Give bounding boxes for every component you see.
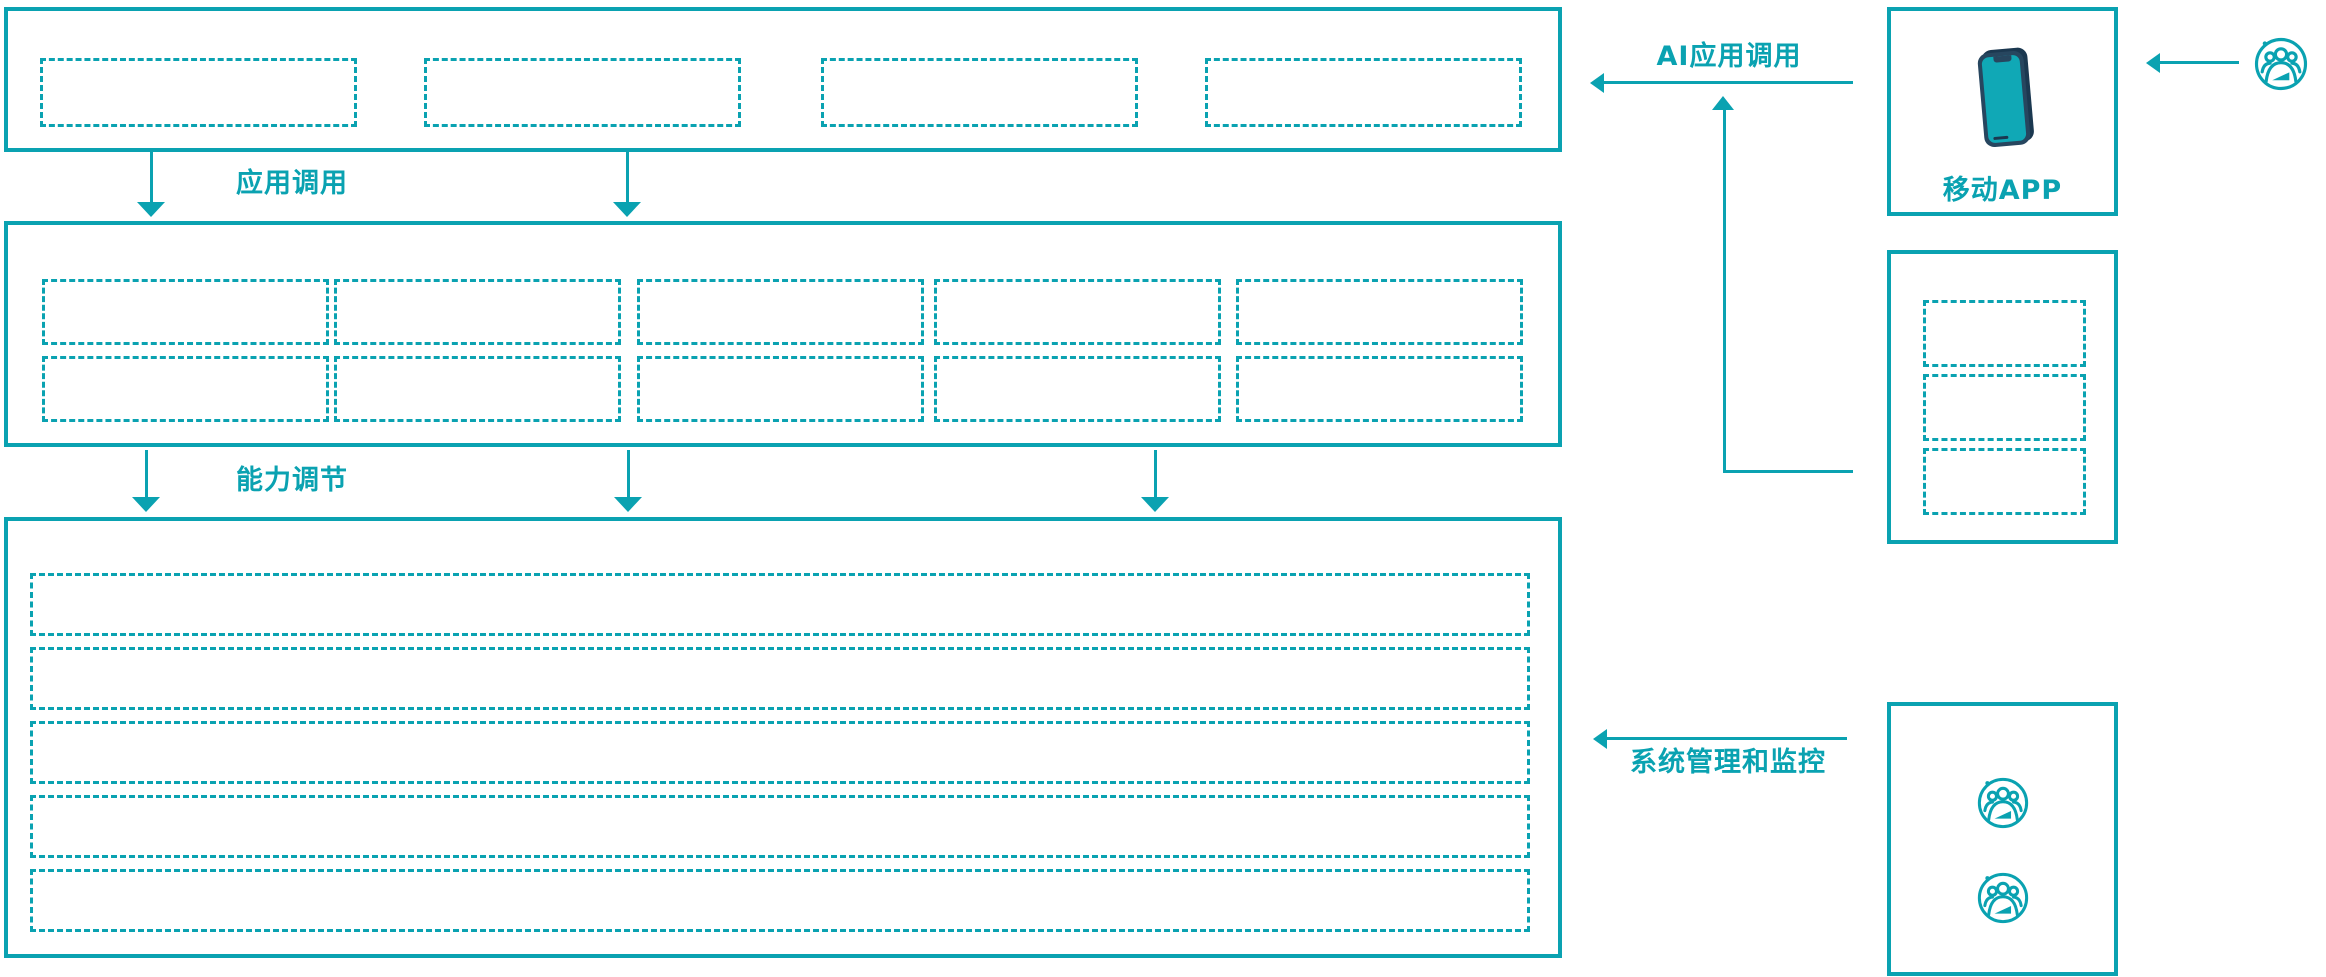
placeholder-row (30, 721, 1530, 784)
placeholder-box (1923, 300, 2086, 367)
user-arrow-line (2158, 61, 2239, 64)
smartphone-screen (1981, 54, 2027, 144)
admin-box (1887, 702, 2118, 976)
placeholder-box (637, 279, 924, 345)
placeholder-box (42, 356, 329, 422)
placeholder-row (30, 869, 1530, 932)
placeholder-box (934, 279, 1221, 345)
ai-call-label: AI应用调用 (1656, 41, 1802, 72)
monitor-label: 系统管理和监控 (1630, 747, 1826, 778)
capability-arrow-line (145, 450, 148, 498)
placeholder-box (1923, 374, 2086, 441)
placeholder-row (30, 573, 1530, 636)
arrow-left-icon (2146, 53, 2160, 73)
placeholder-box (821, 58, 1138, 127)
mobile-app-label: 移动APP (1942, 175, 2063, 206)
placeholder-box (42, 279, 329, 345)
placeholder-box (934, 356, 1221, 422)
smartphone-icon (1976, 50, 2032, 148)
placeholder-box (334, 356, 621, 422)
mobile-app-box: 移动APP (1887, 7, 2118, 216)
arrow-down-icon (1141, 497, 1169, 512)
service-box (1887, 250, 2118, 544)
placeholder-box (1205, 58, 1522, 127)
app-call-label: 应用调用 (236, 168, 348, 199)
user-group-icon (2253, 36, 2309, 92)
arrow-up-icon (1712, 96, 1734, 110)
placeholder-row (30, 795, 1530, 858)
placeholder-box (334, 279, 621, 345)
user-group-icon (1976, 776, 2030, 830)
arrow-left-icon (1593, 729, 1607, 749)
placeholder-box (1236, 356, 1523, 422)
middle-layer-box (4, 221, 1562, 447)
app-call-arrow-line (150, 152, 153, 203)
arrow-down-icon (614, 497, 642, 512)
capability-arrow-line (1154, 450, 1157, 498)
placeholder-box (40, 58, 357, 127)
app-call-arrow-line (626, 152, 629, 203)
service-connector-line (1723, 470, 1853, 473)
placeholder-box (1923, 448, 2086, 515)
user-group-icon (1976, 871, 2030, 925)
placeholder-box (424, 58, 741, 127)
placeholder-box (637, 356, 924, 422)
capability-label: 能力调节 (236, 465, 348, 496)
service-connector-line (1723, 109, 1726, 473)
bottom-layer-box (4, 517, 1562, 958)
ai-call-arrow-line (1602, 81, 1853, 84)
arrow-down-icon (132, 497, 160, 512)
placeholder-row (30, 647, 1530, 710)
arrow-down-icon (613, 202, 641, 217)
capability-arrow-line (627, 450, 630, 498)
top-layer-box (4, 7, 1562, 152)
arrow-left-icon (1590, 73, 1604, 93)
placeholder-box (1236, 279, 1523, 345)
arrow-down-icon (137, 202, 165, 217)
monitor-arrow-line (1605, 737, 1847, 740)
